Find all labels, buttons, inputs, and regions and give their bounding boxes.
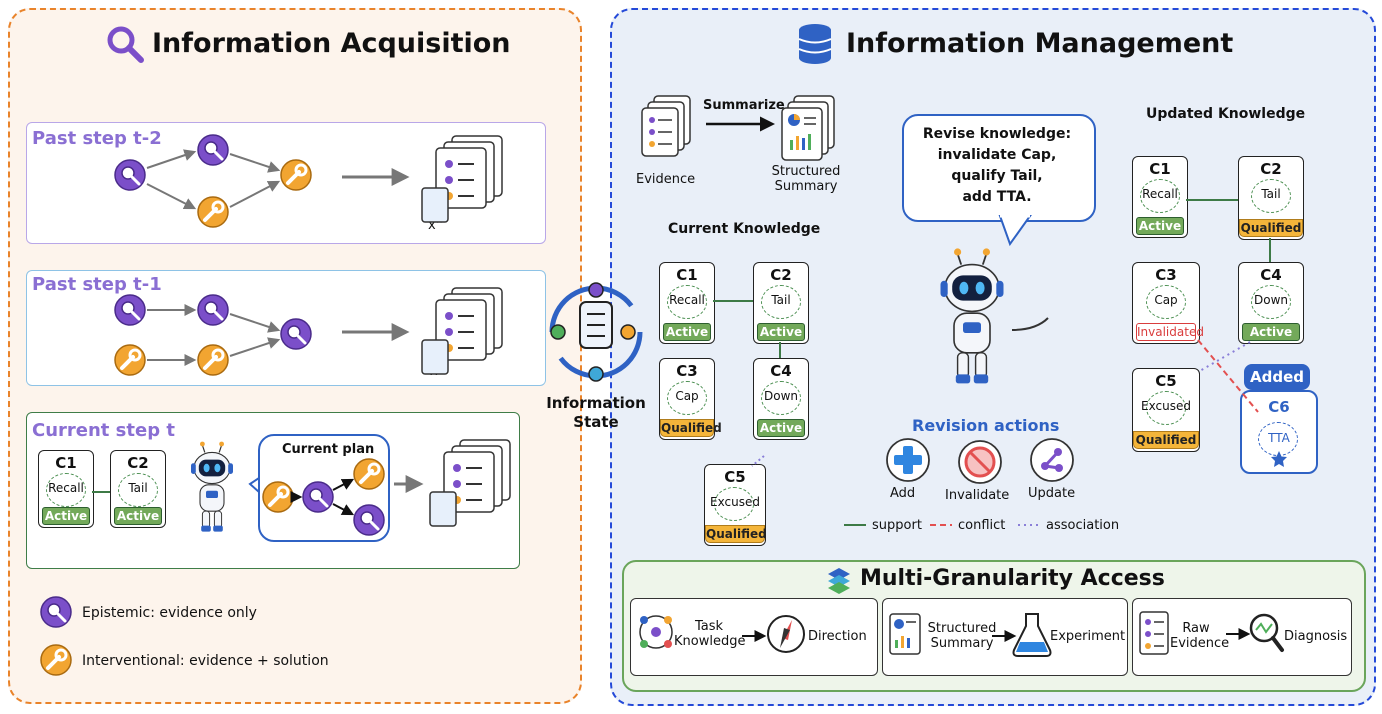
updated-knowledge-title: Updated Knowledge <box>1146 106 1306 122</box>
legend-conflict: conflict <box>958 518 1006 533</box>
legend-support: support <box>872 518 922 533</box>
management-title: Information Management <box>846 28 1234 59</box>
mga-output-label: Direction <box>808 629 867 644</box>
revise-bubble <box>902 114 1096 222</box>
step-label-t-2: Past step t-2 <box>32 128 162 149</box>
action-update-label: Update <box>1028 486 1076 501</box>
summarize-label: Summarize <box>703 98 785 113</box>
knowledge-card: C4 Down Active <box>1238 262 1304 344</box>
database-icon <box>798 24 832 64</box>
knowledge-card: C1 Recall Active <box>38 450 94 528</box>
mga-title: Multi-Granularity Access <box>860 566 1165 591</box>
knowledge-card: C1 Recall Active <box>1132 156 1188 238</box>
star-icon <box>1271 451 1287 467</box>
doc-label: x <box>430 514 438 529</box>
action-invalidate-label: Invalidate <box>945 488 1010 503</box>
step-label-t-1: Past step t-1 <box>32 274 162 295</box>
knowledge-card: C3 Cap Qualified <box>659 358 722 440</box>
mga-output-label: Experiment <box>1050 629 1126 644</box>
added-badge: Added <box>1244 364 1310 390</box>
legend-association: association <box>1046 518 1120 533</box>
legend-epistemic: Epistemic: evidence only <box>82 605 257 621</box>
knowledge-card: C2 Tail Qualified <box>1238 156 1304 240</box>
step-label-current: Current step t <box>32 420 175 441</box>
knowledge-card: C5 Excused Qualified <box>704 464 767 546</box>
knowledge-card: C3 Cap Invalidated <box>1132 262 1204 344</box>
doc-label: x' <box>430 364 442 379</box>
plan-label: Current plan <box>282 442 375 457</box>
current-knowledge-title: Current Knowledge <box>668 221 821 237</box>
knowledge-card: C2 Tail Active <box>110 450 166 528</box>
magnifier-icon <box>107 26 144 63</box>
layers-icon <box>828 568 850 594</box>
doc-label: x'' <box>428 218 443 233</box>
acquisition-title: Information Acquisition <box>152 28 511 59</box>
revise-text: Revise knowledge: invalidate Cap, qualif… <box>922 126 1072 205</box>
revision-title: Revision actions <box>912 416 1060 435</box>
action-add-label: Add <box>890 486 916 501</box>
knowledge-card: C1 Recall Active <box>659 262 715 344</box>
legend-interventional: Interventional: evidence + solution <box>82 653 329 669</box>
knowledge-card: C4 Down Active <box>753 358 809 440</box>
mga-output-label: Diagnosis <box>1284 629 1348 644</box>
evidence-label: Evidence <box>636 172 696 187</box>
knowledge-card: C5 Excused Qualified <box>1132 368 1200 452</box>
knowledge-card-added: C6 TTA <box>1240 390 1318 474</box>
knowledge-card: C2 Tail Active <box>753 262 809 344</box>
